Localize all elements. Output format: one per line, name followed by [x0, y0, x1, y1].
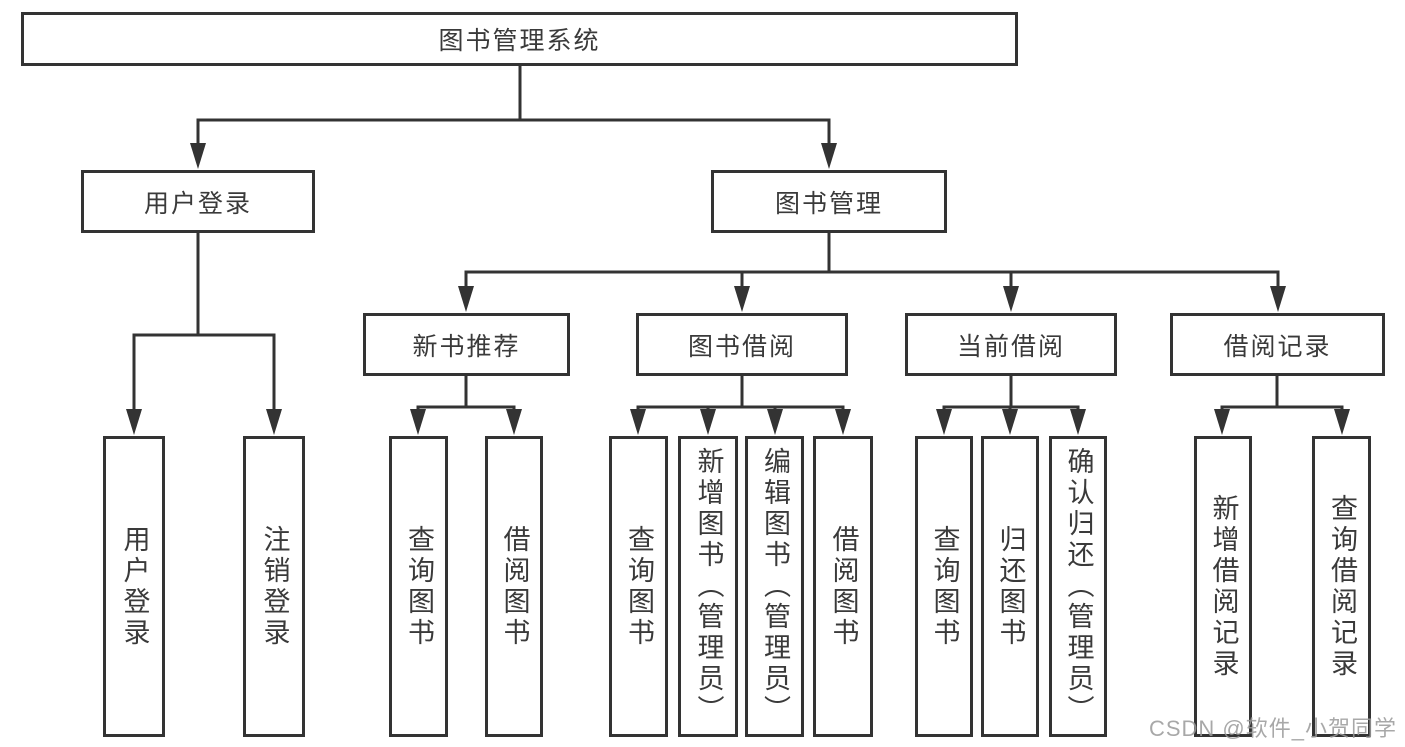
module-label: 新书推荐 [412, 332, 521, 361]
leaf-label: 编辑图书（管理员） [760, 447, 790, 726]
leaf-user-login: 用户登录 [103, 436, 165, 737]
leaf-confirm-return-admin: 确认归还（管理员） [1049, 436, 1107, 737]
leaf-query-borrow-record: 查询借阅记录 [1312, 436, 1371, 737]
leaf-query-books-current: 查询图书 [915, 436, 973, 737]
csdn-watermark: CSDN @软件_小贺同学 [1148, 716, 1397, 741]
leaf-label: 新增借阅记录 [1208, 493, 1239, 680]
module-book-borrow: 图书借阅 [636, 313, 848, 376]
branch-book-management: 图书管理 [711, 170, 947, 233]
leaf-query-books-borrow: 查询图书 [609, 436, 668, 737]
leaf-add-borrow-record: 新增借阅记录 [1194, 436, 1252, 737]
leaf-label: 查询图书 [404, 524, 434, 649]
leaf-label: 注销登录 [259, 524, 290, 649]
module-label: 当前借阅 [956, 332, 1065, 361]
leaf-query-books-recommend: 查询图书 [389, 436, 448, 737]
leaf-return-books: 归还图书 [981, 436, 1039, 737]
root-node-library-management-system: 图书管理系统 [21, 12, 1018, 66]
leaf-label: 查询图书 [929, 524, 960, 649]
leaf-label: 查询借阅记录 [1327, 493, 1357, 680]
leaf-label: 借阅图书 [499, 524, 530, 649]
module-label: 借阅记录 [1223, 332, 1332, 361]
module-label: 图书借阅 [687, 332, 796, 361]
leaf-label: 查询图书 [624, 524, 654, 649]
leaf-label: 用户登录 [119, 524, 150, 649]
leaf-label: 确认归还（管理员） [1063, 447, 1094, 726]
root-node-label: 图书管理系统 [438, 27, 601, 55]
leaf-borrow-books-recommend: 借阅图书 [485, 436, 543, 737]
leaf-label: 归还图书 [995, 524, 1026, 649]
module-current-borrow: 当前借阅 [905, 313, 1117, 376]
branch-user-login: 用户登录 [81, 170, 315, 233]
leaf-label: 借阅图书 [828, 524, 859, 649]
leaf-add-books-admin: 新增图书（管理员） [678, 436, 738, 737]
leaf-borrow-books-borrow: 借阅图书 [813, 436, 873, 737]
leaf-edit-books-admin: 编辑图书（管理员） [745, 436, 804, 737]
branch-label: 图书管理 [774, 189, 883, 218]
leaf-label: 新增图书（管理员） [693, 447, 724, 726]
module-new-book-recommend: 新书推荐 [363, 313, 570, 376]
module-borrow-records: 借阅记录 [1170, 313, 1385, 376]
branch-label: 用户登录 [143, 189, 252, 218]
leaf-logout-login: 注销登录 [243, 436, 305, 737]
